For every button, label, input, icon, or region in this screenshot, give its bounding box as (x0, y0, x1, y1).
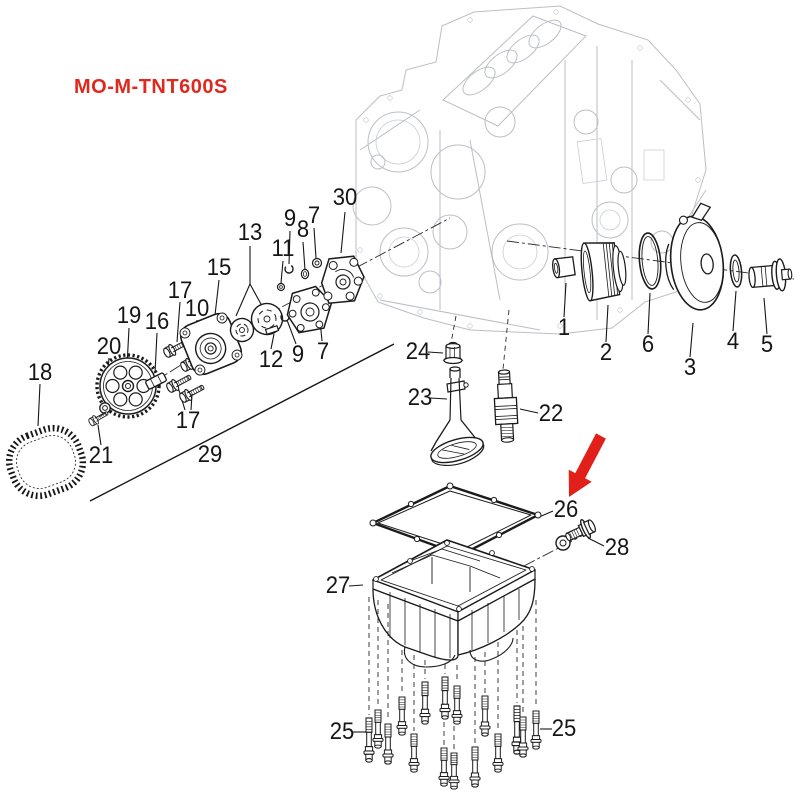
part-label-2: 2 (599, 339, 613, 366)
part-label-28: 28 (604, 534, 630, 561)
part-label-17a: 17 (167, 277, 193, 304)
oil-pump-sprocket-19 (95, 353, 161, 419)
part-label-18: 18 (27, 359, 53, 386)
part-label-9a: 9 (283, 205, 297, 232)
oil-strainer-23 (430, 366, 485, 466)
drain-plug-washer-28 (555, 519, 596, 551)
part-label-21: 21 (88, 442, 114, 469)
part-label-8: 8 (296, 216, 310, 243)
part-label-5: 5 (760, 331, 774, 358)
part-label-6: 6 (641, 331, 655, 358)
sump-bolts-25 (363, 597, 542, 790)
dowel-pin-16 (145, 372, 167, 390)
part-label-16: 16 (144, 308, 170, 335)
part-label-15: 15 (206, 254, 232, 281)
pin-12 (264, 325, 280, 335)
circlip-9-upper (284, 264, 294, 274)
screw-11 (276, 282, 286, 292)
part-label-25L: 25 (329, 718, 355, 745)
ring-7-upper (311, 257, 323, 269)
part-label-9b: 9 (291, 341, 305, 368)
oil-cooler-3 (665, 202, 725, 311)
part-label-25R: 25 (551, 715, 577, 742)
part-label-3: 3 (683, 354, 697, 381)
engine-block-drawing (352, 5, 707, 335)
crankcase-split-line-29 (89, 343, 395, 502)
part-label-4: 4 (726, 328, 740, 355)
union-1 (552, 256, 576, 279)
part-label-17b: 17 (175, 407, 201, 434)
part-label-7a: 7 (307, 202, 321, 229)
fitting-bolt-5 (748, 258, 793, 292)
part-label-27: 27 (325, 572, 351, 599)
oil-pump-chain-18 (5, 424, 87, 500)
seal-ring-4 (729, 254, 743, 288)
cap-24 (442, 341, 464, 365)
diagram-code: MO-M-TNT600S (74, 76, 228, 98)
highlight-arrow (568, 433, 606, 497)
part-label-20: 20 (96, 333, 122, 360)
part-label-11: 11 (271, 235, 295, 262)
part-label-22: 22 (538, 400, 564, 427)
oil-pump-body-15 (179, 312, 243, 376)
pump-cover-30 (320, 255, 365, 305)
part-label-10: 10 (184, 295, 210, 322)
part-label-13: 13 (237, 219, 263, 246)
o-ring-6 (638, 232, 662, 290)
part-label-24: 24 (405, 338, 431, 365)
part-label-19: 19 (116, 302, 142, 329)
bolt-21 (86, 408, 111, 428)
part-label-23: 23 (407, 384, 433, 411)
part-label-1: 1 (557, 314, 571, 341)
part-label-26: 26 (553, 496, 579, 523)
part-label-30: 30 (332, 184, 358, 211)
part-label-12: 12 (258, 346, 284, 373)
leader-lines (37, 211, 768, 733)
oil-filter-2 (580, 242, 627, 302)
oil-pan-27 (372, 539, 536, 668)
pump-housing-plate (286, 285, 333, 334)
pressure-valve-22 (493, 369, 519, 443)
part-label-7b: 7 (316, 338, 330, 365)
bushing-8 (300, 268, 310, 280)
part-label-29: 29 (197, 441, 223, 468)
washer-20 (99, 402, 111, 414)
